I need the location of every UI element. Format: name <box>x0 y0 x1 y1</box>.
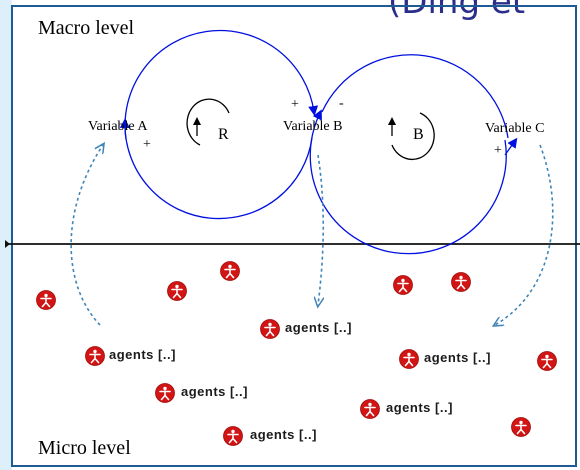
left-strip <box>0 0 12 470</box>
agent-icon <box>510 416 532 438</box>
agents-label: agents [..] <box>181 384 248 399</box>
micro-level-label: Micro level <box>38 437 131 459</box>
polarity-b-left: + <box>291 97 299 112</box>
agent-icon <box>219 260 241 282</box>
agent-icon <box>450 271 472 293</box>
agent-icon <box>392 274 414 296</box>
r-loop-indicator <box>186 98 230 146</box>
macro-level-label: Macro level <box>38 17 135 39</box>
dashed-link-c-down <box>495 144 554 325</box>
agent-icon <box>35 289 57 311</box>
variable-b-label: Variable B <box>283 119 343 134</box>
b-loop-indicator <box>391 112 435 161</box>
dashed-link-a-up <box>70 145 103 326</box>
agent-icon <box>154 382 176 404</box>
reinforcing-loop-label: R <box>218 126 229 143</box>
agents-label: agents [..] <box>285 320 352 335</box>
variable-c-label: Variable C <box>485 121 545 136</box>
agents-label: agents [..] <box>250 427 317 442</box>
agent-icon <box>359 398 381 420</box>
balancing-loop-arc-top <box>321 54 509 139</box>
variable-a-label: Variable A <box>88 119 148 134</box>
polarity-b-right: - <box>339 96 344 111</box>
balancing-loop-arc-bottom <box>309 109 507 255</box>
frame-border <box>11 5 577 467</box>
balancing-loop-label: B <box>413 126 424 143</box>
agent-icon <box>222 425 244 447</box>
reinforcing-loop-arc-bottom <box>119 118 313 220</box>
agents-label: agents [..] <box>386 400 453 415</box>
agent-icon <box>84 345 106 367</box>
dashed-link-b-down <box>318 154 325 305</box>
polarity-a: + <box>143 137 151 152</box>
agent-icon <box>398 348 420 370</box>
agents-label: agents [..] <box>424 350 491 365</box>
reinforcing-loop-arc-top <box>124 29 319 140</box>
agent-icon <box>166 280 188 302</box>
agent-icon <box>536 350 558 372</box>
agents-label: agents [..] <box>109 347 176 362</box>
polarity-c: + <box>494 143 502 158</box>
agent-icon <box>259 318 281 340</box>
